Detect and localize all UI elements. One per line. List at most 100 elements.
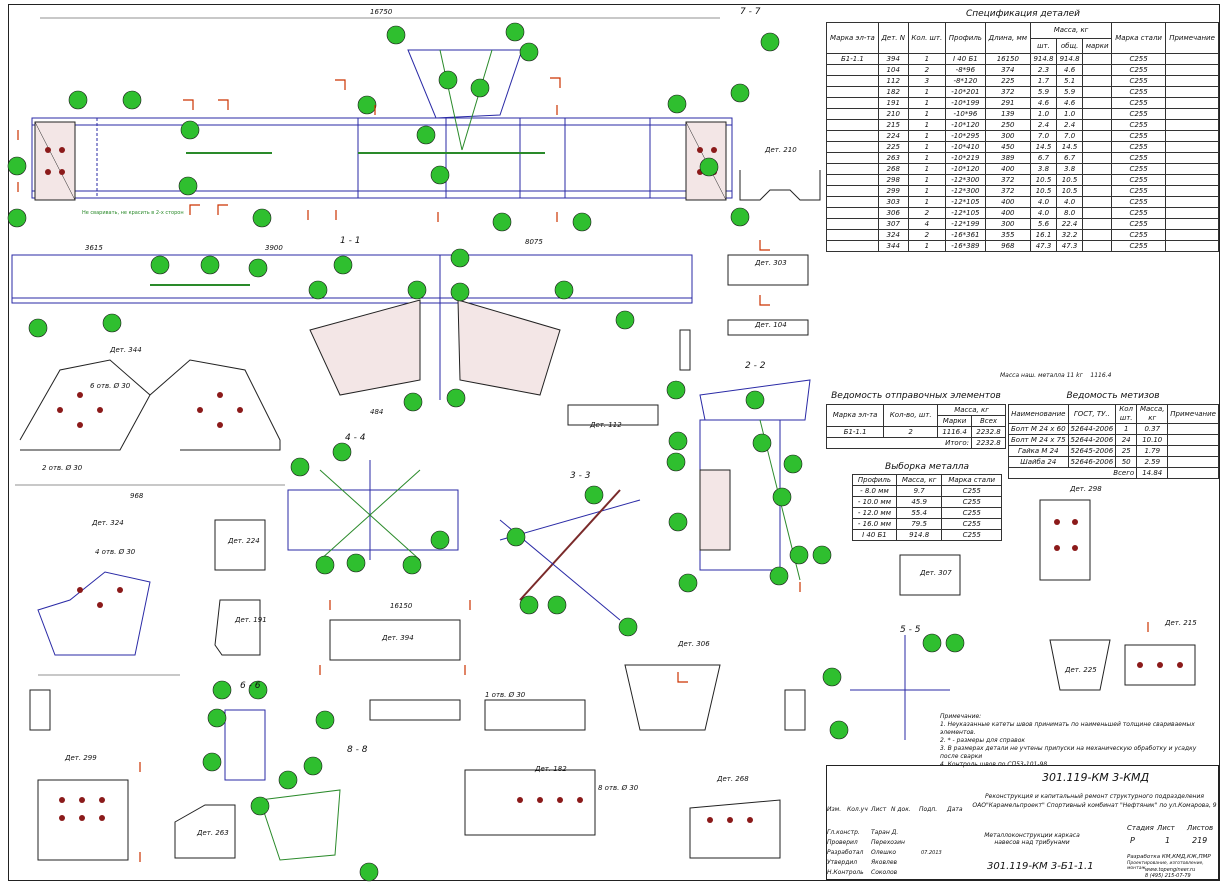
- spec-cell: 4.0: [1029, 207, 1058, 219]
- stamp-head: N док.: [891, 806, 911, 813]
- spec-cell: 250: [984, 119, 1031, 131]
- spec-cell: [826, 240, 879, 252]
- spec-cell: 6.7: [1056, 152, 1084, 164]
- spec-cell: 303: [877, 196, 909, 208]
- spec-cell: 307: [877, 218, 909, 230]
- spec-cell: 10.5: [1029, 174, 1058, 186]
- metal-cell: 55.4: [895, 507, 943, 519]
- spec-cell: 300: [984, 130, 1031, 142]
- spec-cell: [1165, 86, 1219, 98]
- spec-cell: [1165, 218, 1219, 230]
- detail-344: [15, 359, 285, 486]
- bolts-cell: 52644-2006: [1067, 423, 1117, 435]
- metal-title: Выборка металла: [885, 462, 969, 472]
- spec-cell: [1165, 64, 1219, 76]
- spec-cell: 400: [984, 163, 1031, 175]
- metal-cell: - 12.0 мм: [852, 507, 897, 519]
- sections-6-8-5: [224, 635, 950, 861]
- label-det182: Дет. 182: [534, 765, 567, 773]
- label-sec44: 4 - 4: [345, 433, 366, 443]
- spec-cell: 10.5: [1056, 174, 1084, 186]
- bolts-cell: 50: [1115, 456, 1138, 468]
- spec-cell: [1082, 163, 1113, 175]
- spec-cell: 450: [984, 141, 1031, 153]
- bolts-cell: 1: [1115, 423, 1138, 435]
- spec-cell: 355: [984, 229, 1031, 241]
- section-4-4: [287, 460, 459, 561]
- bolts-cell: [1167, 445, 1219, 457]
- spec-cell: [1165, 207, 1219, 219]
- spec-cell: [1082, 207, 1113, 219]
- spec-cell: 1: [907, 141, 947, 153]
- spec-cell: [1165, 53, 1219, 65]
- spec-cell: 225: [877, 141, 909, 153]
- role: Н.Контроль: [827, 869, 864, 876]
- spec-cell: 1: [907, 185, 947, 197]
- spec-weld-mass-label: Масса наш. металла 11 kг: [1000, 372, 1083, 379]
- stamp-stage: Р: [1130, 836, 1135, 845]
- spec-cell: С255: [1111, 185, 1167, 197]
- stamp-phone: 8 (495) 215-07-79: [1145, 873, 1191, 879]
- callout-marks: [7, 22, 965, 882]
- spec-cell: 2: [907, 64, 947, 76]
- label-det299: Дет. 299: [64, 754, 97, 762]
- spec-cell: 400: [984, 207, 1031, 219]
- metal-h-mass: Масса, кг: [895, 474, 943, 486]
- spec-cell: [826, 64, 879, 76]
- spec-cell: -12*300: [945, 185, 986, 197]
- ship-cell: Б1-1.1: [825, 426, 885, 438]
- spec-cell: [826, 229, 879, 241]
- spec-cell: [1082, 218, 1113, 230]
- spec-cell: 16150: [984, 53, 1031, 65]
- title-block: 301.119-КМ 3-КМД Реконструкция и капитал…: [826, 765, 1219, 880]
- spec-h-mark: Марка эл-та: [826, 22, 879, 54]
- spec-cell: [1165, 97, 1219, 109]
- spec-cell: С255: [1111, 108, 1167, 120]
- ship-total: 2232.8: [971, 437, 1006, 449]
- spec-cell: [1165, 229, 1219, 241]
- spec-cell: [1082, 174, 1113, 186]
- metal-cell: С255: [941, 529, 1002, 541]
- bolts-cell: Гайка М 24: [1008, 445, 1069, 457]
- spec-cell: 5.9: [1029, 86, 1058, 98]
- spec-cell: [1165, 130, 1219, 142]
- ship-cell: 2: [883, 426, 939, 438]
- sheet-frame: [8, 4, 1220, 881]
- spec-cell: 4: [907, 218, 947, 230]
- label-det224: Дет. 224: [227, 537, 260, 545]
- spec-cell: 1: [907, 53, 947, 65]
- spec-cell: 4.0: [1029, 196, 1058, 208]
- spec-cell: С255: [1111, 196, 1167, 208]
- spec-cell: 372: [984, 185, 1031, 197]
- spec-cell: [826, 218, 879, 230]
- spec-h-steel: Марка стали: [1111, 22, 1167, 54]
- spec-cell: 5.9: [1056, 86, 1084, 98]
- spec-cell: -10*410: [945, 141, 986, 153]
- role-name: Яковлев: [871, 859, 898, 866]
- bolts-table: Наименование ГОСТ, ТУ.. Кол шт. Масса, к…: [1007, 404, 1219, 479]
- label-det263: Дет. 263: [196, 829, 229, 837]
- ship-h-mark-mass: Марки: [937, 415, 973, 427]
- spec-cell: 372: [984, 174, 1031, 186]
- spec-cell: [1082, 64, 1113, 76]
- role-name: Соколов: [871, 869, 898, 876]
- spec-h-mass-one: шт.: [1029, 37, 1058, 54]
- dim-3900: 3900: [265, 244, 283, 252]
- bolts-h-mass: Масса, кг: [1136, 404, 1169, 424]
- stamp-code-bottom: 301.119-КМ 3-Б1-1.1: [987, 861, 1094, 872]
- spec-cell: [1082, 108, 1113, 120]
- role-name: Перехозин: [871, 839, 905, 846]
- spec-cell: 372: [984, 86, 1031, 98]
- label-det225: Дет. 225: [1064, 666, 1097, 674]
